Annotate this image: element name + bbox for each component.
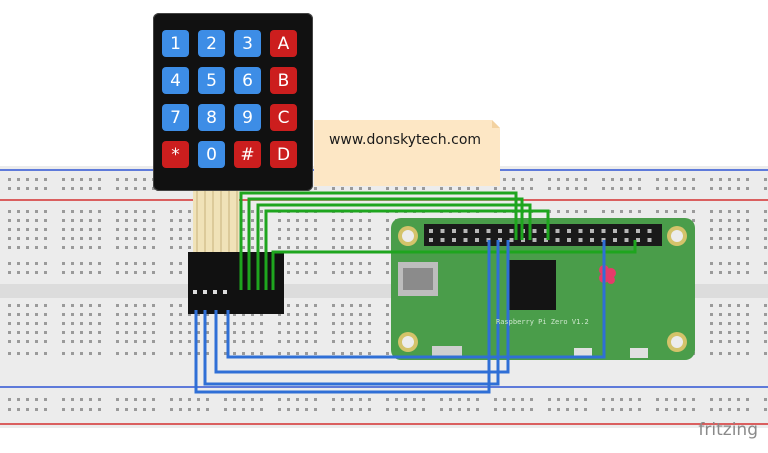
keypad-key[interactable]: 6 — [234, 67, 261, 94]
keypad-key[interactable]: 4 — [162, 67, 189, 94]
keypad-key[interactable]: 2 — [198, 30, 225, 57]
fritzing-watermark: fritzing — [698, 420, 758, 440]
keypad-header-connector — [188, 252, 284, 314]
keypad-key[interactable]: B — [270, 67, 297, 94]
header-pins — [193, 290, 227, 294]
keypad-key[interactable]: 8 — [198, 104, 225, 131]
mini-hdmi-port — [432, 346, 462, 358]
keypad-key[interactable]: C — [270, 104, 297, 131]
keypad-key[interactable]: 0 — [198, 141, 225, 168]
keypad-ribbon-cable — [193, 190, 239, 252]
keypad-key[interactable]: 1 — [162, 30, 189, 57]
power-port — [630, 348, 648, 358]
keypad-key[interactable]: 3 — [234, 30, 261, 57]
keypad-key[interactable]: * — [162, 141, 189, 168]
soc-chip — [508, 260, 556, 310]
keypad-key[interactable]: 5 — [198, 67, 225, 94]
raspberry-pi-zero-board — [391, 218, 695, 360]
keypad-key[interactable]: D — [270, 141, 297, 168]
green-wires — [239, 191, 637, 290]
keypad-key[interactable]: # — [234, 141, 261, 168]
website-note — [314, 120, 500, 186]
keypad-key[interactable]: 7 — [162, 104, 189, 131]
board-label: Raspberry Pi Zero V1.2 — [496, 318, 589, 326]
website-label: www.donskytech.com — [328, 132, 482, 148]
keypad-key[interactable]: A — [270, 30, 297, 57]
blue-wires — [194, 240, 606, 394]
gpio-header — [424, 224, 662, 246]
usb-port — [574, 348, 592, 358]
keypad-key[interactable]: 9 — [234, 104, 261, 131]
